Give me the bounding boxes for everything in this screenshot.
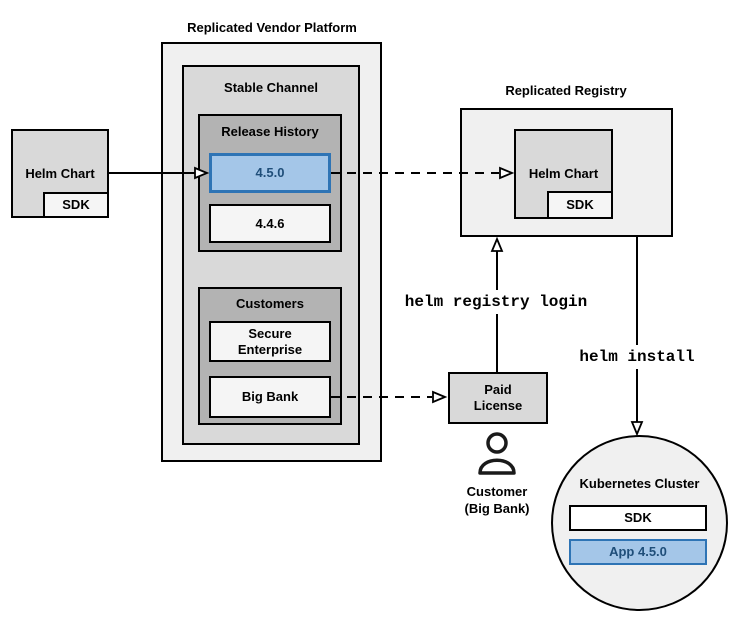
release-history-label: Release History bbox=[221, 124, 319, 139]
kubernetes-sdk-box: SDK bbox=[569, 505, 707, 531]
paid-license-box: Paid License bbox=[448, 372, 548, 424]
release-4-5-0-label: 4.5.0 bbox=[255, 165, 285, 180]
source-sdk-label: SDK bbox=[62, 197, 90, 212]
customer-label: Customer (Big Bank) bbox=[464, 484, 530, 516]
source-sdk-box: SDK bbox=[43, 192, 109, 218]
helm-registry-login-command: helm registry login bbox=[396, 290, 596, 314]
registry-helm-chart-label: Helm Chart bbox=[528, 166, 599, 181]
registry-sdk-box: SDK bbox=[547, 191, 613, 219]
customer-big-bank-label: Big Bank bbox=[241, 389, 299, 404]
kubernetes-cluster-title: Kubernetes Cluster bbox=[579, 476, 700, 491]
registry-title: Replicated Registry bbox=[505, 83, 627, 98]
customer-secure-enterprise-box: Secure Enterprise bbox=[209, 321, 331, 362]
customer-secure-enterprise-label: Secure Enterprise bbox=[237, 325, 303, 357]
registry-sdk-label: SDK bbox=[566, 197, 594, 212]
kubernetes-app-box: App 4.5.0 bbox=[569, 539, 707, 565]
kubernetes-sdk-label: SDK bbox=[624, 510, 652, 525]
customer-big-bank-box: Big Bank bbox=[209, 376, 331, 418]
kubernetes-app-label: App 4.5.0 bbox=[609, 544, 667, 559]
helm-install-command: helm install bbox=[577, 345, 697, 369]
release-4-4-6-box: 4.4.6 bbox=[209, 204, 331, 243]
customers-label: Customers bbox=[236, 296, 304, 311]
release-4-5-0-box: 4.5.0 bbox=[209, 153, 331, 193]
release-4-4-6-label: 4.4.6 bbox=[255, 215, 285, 231]
vendor-platform-title: Replicated Vendor Platform bbox=[187, 20, 357, 35]
stable-channel-label: Stable Channel bbox=[224, 80, 318, 95]
source-helm-chart-label: Helm Chart bbox=[25, 165, 95, 181]
paid-license-label: Paid License bbox=[473, 382, 523, 413]
